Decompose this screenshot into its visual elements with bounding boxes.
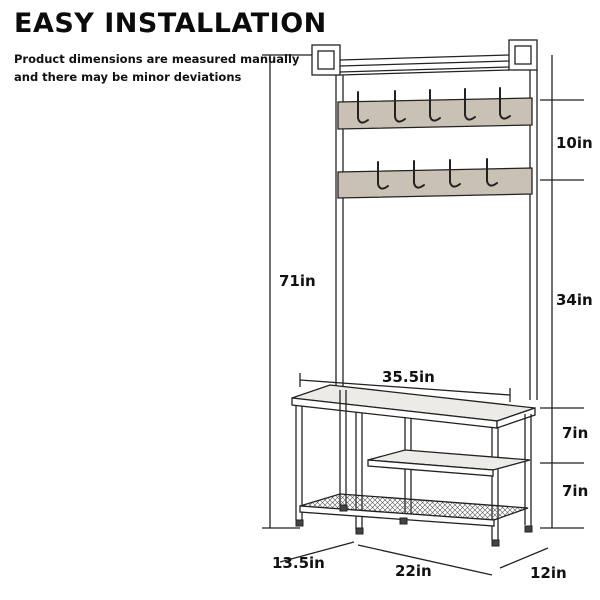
front-width-label: 22in [395,562,432,580]
upper-height-label: 34in [556,291,593,309]
hooks-row-2 [377,158,498,190]
bench-width-label: 35.5in [382,368,435,386]
hook-boards [337,97,533,199]
bench-top [291,384,536,429]
bench-frame [295,390,532,542]
bottom-mesh-shelf [299,493,529,527]
bench-feet [295,504,533,547]
total-height-label: 71in [279,272,316,290]
bottom-dimension-lines [279,541,549,576]
hooks-row-1 [357,87,511,124]
disclaimer-line-1: Product dimensions are measured manually [14,52,300,66]
total-height-line [262,54,312,529]
disclaimer-line-2: and there may be minor deviations [14,70,242,84]
shelf-gap-top-label: 7in [562,424,589,442]
shelf-gap-bottom-label: 7in [562,482,589,500]
hook-spacing-label: 10in [556,134,593,152]
base-depth-label: 12in [530,564,567,582]
page-title: EASY INSTALLATION [14,8,327,39]
top-rack [311,39,538,76]
right-dimension-line [540,55,584,529]
middle-shelf [367,449,531,477]
bench-width-line [299,373,511,402]
side-depth-label: 13.5in [272,554,325,572]
